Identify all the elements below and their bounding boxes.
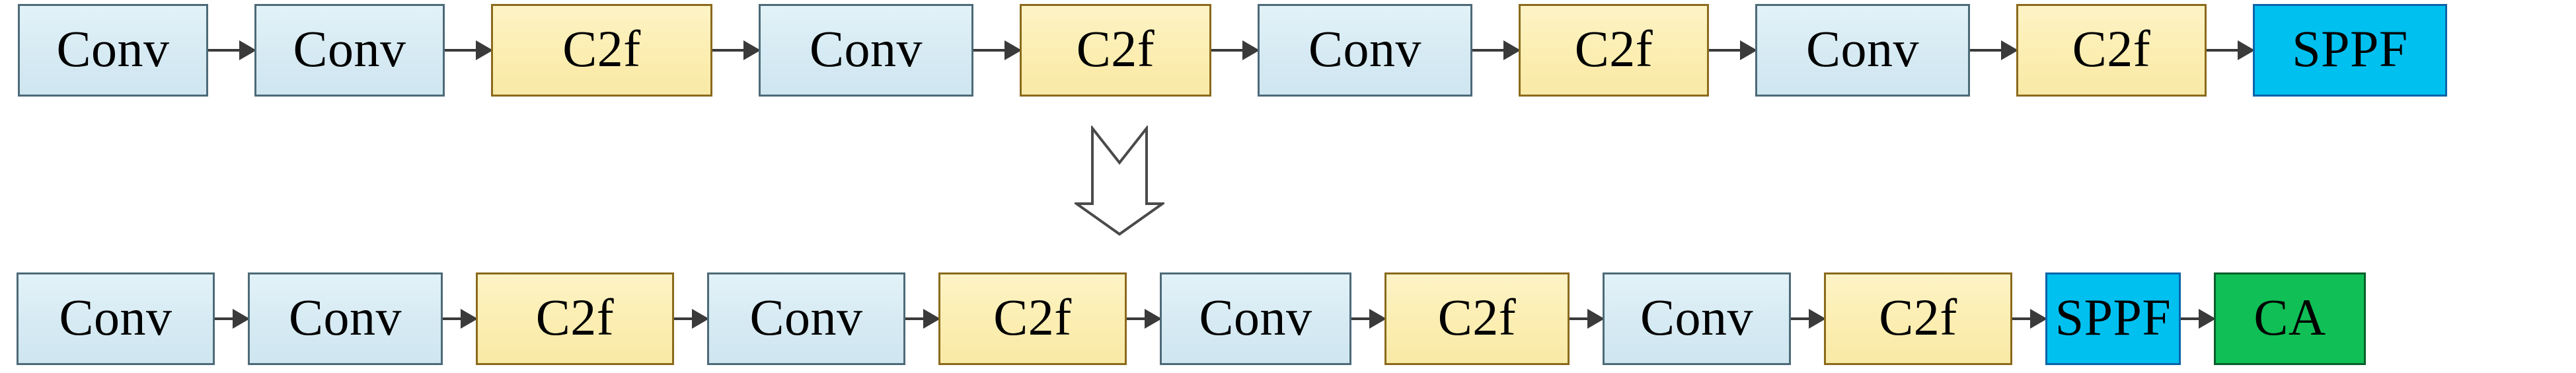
block-sppf-0-9[interactable]: SPPF [2253, 4, 2447, 97]
flow-arrow [1709, 49, 1755, 52]
flow-arrow [443, 317, 476, 320]
flow-arrow [1791, 317, 1824, 320]
block-label: Conv [293, 20, 406, 77]
block-c2f-1-4[interactable]: C2f [938, 272, 1127, 365]
block-conv-0-1[interactable]: Conv [254, 4, 445, 97]
improved-backbone-row: Conv Conv C2f Conv C2f Conv C2f Conv C2f SPPF CA [17, 272, 2366, 365]
block-conv-1-3[interactable]: Conv [707, 272, 905, 365]
flow-arrow [445, 49, 491, 52]
down-arrow-svg [1072, 124, 1167, 236]
block-ca-1-10[interactable]: CA [2214, 272, 2366, 365]
block-label: Conv [749, 288, 863, 346]
block-label: C2f [1879, 288, 1957, 346]
block-label: Conv [1805, 20, 1920, 77]
flow-arrow [2207, 49, 2253, 52]
block-label: Conv [809, 20, 923, 77]
block-conv-0-0[interactable]: Conv [18, 4, 208, 97]
block-label: SPPF [2055, 288, 2172, 346]
block-conv-1-1[interactable]: Conv [248, 272, 443, 365]
original-backbone-row: Conv Conv C2f Conv C2f Conv C2f Conv C2f SPPF [18, 4, 2447, 97]
flow-arrow [973, 49, 1020, 52]
block-c2f-1-6[interactable]: C2f [1384, 272, 1570, 365]
block-label: Conv [288, 288, 402, 346]
block-label: Conv [1308, 20, 1422, 77]
block-c2f-0-4[interactable]: C2f [1020, 4, 1211, 97]
block-label: Conv [1199, 288, 1312, 346]
block-label: C2f [562, 20, 641, 77]
down-arrow-icon [1072, 124, 1167, 237]
block-conv-0-7[interactable]: Conv [1755, 4, 1970, 97]
block-conv-1-7[interactable]: Conv [1603, 272, 1791, 365]
block-label: C2f [1076, 20, 1155, 77]
flow-arrow [215, 317, 248, 320]
block-c2f-1-2[interactable]: C2f [476, 272, 674, 365]
block-label: C2f [993, 288, 1072, 346]
flow-arrow [2012, 317, 2045, 320]
flow-arrow [1127, 317, 1160, 320]
block-label: Conv [59, 288, 172, 346]
flow-arrow [208, 49, 254, 52]
block-label: C2f [535, 288, 615, 346]
block-conv-0-3[interactable]: Conv [759, 4, 973, 97]
flow-arrow [1211, 49, 1258, 52]
block-label: C2f [2072, 20, 2151, 77]
flow-arrow [2181, 317, 2214, 320]
block-label: C2f [1574, 20, 1653, 77]
flow-arrow [1970, 49, 2016, 52]
block-c2f-0-6[interactable]: C2f [1519, 4, 1709, 97]
flow-arrow [1570, 317, 1603, 320]
flow-arrow [1472, 49, 1519, 52]
flow-arrow [712, 49, 759, 52]
block-c2f-0-2[interactable]: C2f [491, 4, 712, 97]
block-sppf-1-9[interactable]: SPPF [2045, 272, 2181, 365]
block-conv-0-5[interactable]: Conv [1258, 4, 1472, 97]
block-c2f-0-8[interactable]: C2f [2016, 4, 2207, 97]
flow-arrow [905, 317, 938, 320]
block-conv-1-5[interactable]: Conv [1160, 272, 1351, 365]
block-c2f-1-8[interactable]: C2f [1824, 272, 2012, 365]
block-conv-1-0[interactable]: Conv [17, 272, 215, 365]
flow-arrow [1351, 317, 1384, 320]
block-label: C2f [1437, 288, 1517, 346]
block-label: Conv [56, 20, 170, 77]
block-label: CA [2254, 288, 2326, 346]
block-label: SPPF [2292, 20, 2408, 77]
block-label: Conv [1640, 288, 1754, 346]
flow-arrow [674, 317, 707, 320]
